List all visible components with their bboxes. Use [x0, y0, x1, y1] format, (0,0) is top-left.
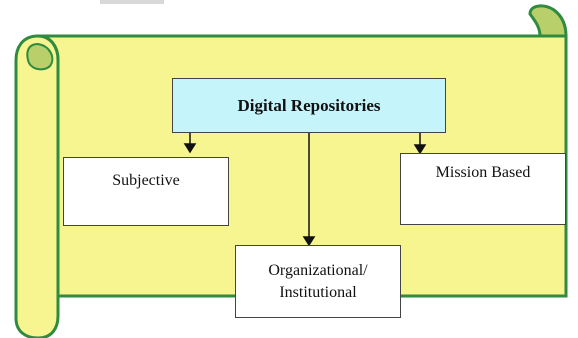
node-label: Digital Repositories — [237, 95, 381, 115]
connectors — [183, 133, 427, 247]
scroll-left-roll — [14, 34, 60, 338]
node-subjective: Subjective — [63, 157, 229, 226]
scroll-left-curl — [26, 42, 54, 71]
connector-to-subjective-arrowhead — [183, 143, 197, 154]
node-mission-based: Mission Based — [400, 153, 566, 225]
node-label-line-1: Organizational/ — [268, 261, 368, 279]
node-label-line-2: Institutional — [279, 283, 357, 301]
connector-to-mission-based-arrowhead — [413, 144, 427, 155]
connector-to-organizational-arrowhead — [302, 236, 316, 247]
node-organizational-institutional: Organizational/ Institutional — [235, 245, 401, 318]
node-label: Mission Based — [435, 164, 531, 181]
faint-top-text — [100, 0, 164, 4]
node-label: Subjective — [112, 172, 180, 189]
node-digital-repositories: Digital Repositories — [172, 78, 446, 133]
scroll-top-right-curl — [528, 4, 568, 38]
